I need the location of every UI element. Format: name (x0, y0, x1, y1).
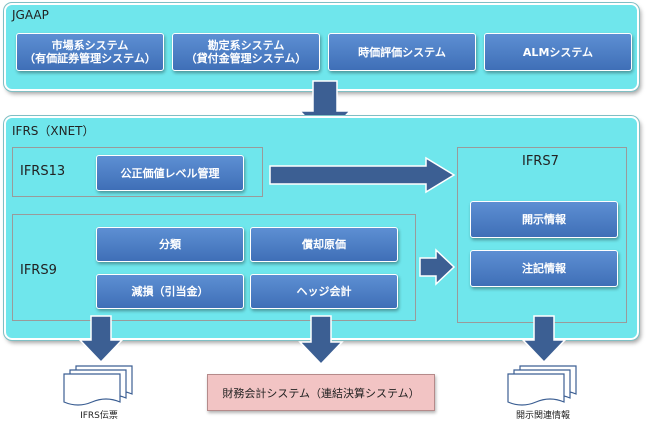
financial-accounting-system-box: 財務会計システム（連結決算システム） (207, 374, 435, 411)
impairment-button[interactable]: 減損（引当金） (96, 274, 244, 309)
disclosure-info-button[interactable]: 開示情報 (470, 201, 618, 238)
hedge-accounting-button[interactable]: ヘッジ会計 (250, 274, 398, 309)
fair-value-system-label: 時価評価システム (358, 45, 446, 59)
ifrs9-label: IFRS9 (20, 263, 57, 278)
alm-system-button[interactable]: ALMシステム (484, 33, 632, 71)
fair-value-level-button[interactable]: 公正価値レベル管理 (96, 155, 244, 191)
amortized-cost-button[interactable]: 償却原価 (250, 227, 398, 262)
classification-button[interactable]: 分類 (96, 227, 244, 262)
document-stack-icon (507, 365, 577, 406)
right-arrow-icon (419, 248, 456, 286)
fair-value-system-button[interactable]: 時価評価システム (328, 33, 476, 71)
disclosure-related-caption: 開示関連情報 (515, 411, 570, 421)
account-system-label: 勘定系システム (207, 39, 285, 52)
ifrs-slip-caption: IFRS伝票 (80, 411, 118, 421)
ifrs7-label: IFRS7 (522, 154, 559, 169)
document-stack-icon (63, 365, 133, 406)
down-arrow-icon (78, 315, 124, 364)
right-arrow-icon (269, 156, 456, 194)
down-arrow-icon (298, 315, 344, 366)
account-system-sublabel: （貸付金管理システム） (185, 52, 307, 65)
down-arrow-icon (521, 315, 567, 364)
notes-info-button[interactable]: 注記情報 (470, 250, 618, 287)
jgaap-title: JGAAP (12, 8, 49, 22)
market-system-button[interactable]: 市場系システム （有価証券管理システム） (16, 33, 164, 71)
account-system-button[interactable]: 勘定系システム （貸付金管理システム） (172, 33, 320, 71)
ifrs-title: IFRS（XNET） (12, 124, 95, 138)
ifrs13-group (12, 147, 263, 197)
ifrs9-group (12, 214, 416, 321)
alm-system-label: ALMシステム (522, 45, 594, 59)
ifrs13-label: IFRS13 (20, 164, 66, 179)
market-system-label: 市場系システム (51, 39, 129, 52)
market-system-sublabel: （有価証券管理システム） (24, 52, 156, 65)
